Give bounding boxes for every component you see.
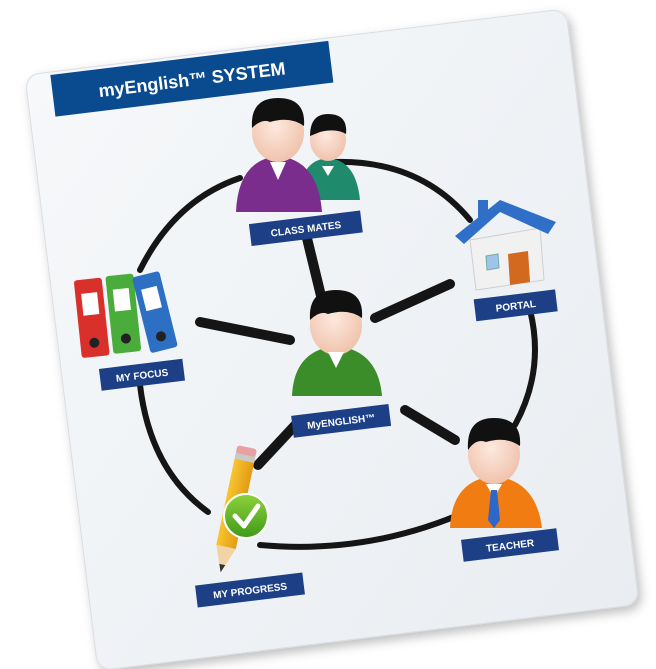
ring-classmates-portal: [332, 158, 473, 223]
teacher-icon: [450, 418, 542, 528]
classmates-node[interactable]: CLASS MATES: [236, 98, 363, 247]
ring-portal-teacher: [512, 307, 538, 428]
myenglish-label-box: [291, 403, 392, 438]
spoke-focus: [195, 317, 295, 345]
focus-label-box: [98, 358, 186, 391]
spoke-teacher: [400, 405, 460, 445]
teacher-node[interactable]: TEACHER: [450, 418, 559, 562]
student-icon: [292, 290, 382, 396]
classmates-icon: [236, 98, 360, 212]
spoke-portal: [370, 279, 455, 323]
spoke-classmates: [300, 225, 327, 305]
binders-icon: [74, 271, 178, 358]
portal-node[interactable]: PORTAL: [455, 200, 558, 322]
classmates-label-box: [248, 210, 363, 247]
progress-label-box: [195, 572, 305, 608]
teacher-label-box: [461, 528, 559, 562]
pencil-check-icon: [216, 445, 269, 573]
ring-teacher-progress: [257, 507, 473, 550]
ring-focus-classmates: [137, 175, 243, 273]
myenglish-node[interactable]: MyENGLISH™: [291, 290, 392, 438]
portal-label: PORTAL: [495, 299, 536, 315]
portal-label-box: [473, 289, 558, 322]
house-icon: [455, 200, 556, 291]
ring-progress-focus: [137, 382, 211, 515]
progress-node[interactable]: MY PROGRESS: [195, 445, 305, 608]
title-banner-box: [50, 40, 334, 117]
focus-node[interactable]: MY FOCUS: [74, 271, 186, 391]
